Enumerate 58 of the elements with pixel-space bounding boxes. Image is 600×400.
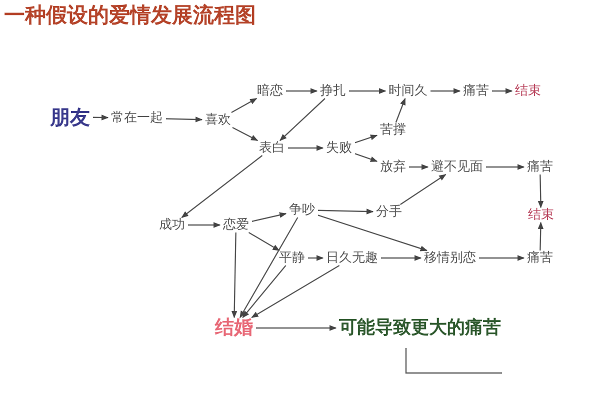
arrow [318,214,428,252]
arrow [93,114,109,120]
start-label: 朋友 [50,107,90,127]
title: 一种假设的爱情发展流程图 [4,2,256,28]
arrow [280,98,326,141]
arrow [381,255,422,261]
step-label: 结束 [515,84,541,98]
step-label: 分手 [376,206,402,218]
step-label: 挣扎 [320,84,346,98]
step-label: 痛苦 [527,160,553,174]
arrow [492,88,513,94]
step-label: 移情别恋 [424,252,476,264]
arrow [354,153,378,162]
arrow [256,325,337,331]
arrow [486,164,525,170]
step-label: 常在一起 [111,112,163,124]
arrow [166,116,203,122]
step-label: 成功 [159,218,185,232]
arrow [538,174,544,208]
arrow [181,155,263,218]
arrow [252,212,287,222]
arrow [400,174,446,205]
marriage-label: 结婚 [215,318,253,338]
step-label: 避不见面 [431,160,483,174]
arrow [395,98,406,123]
arrow [308,255,324,261]
step-label: 放弃 [380,160,406,174]
step-label: 争吵 [289,204,315,216]
arrow [288,145,324,151]
step-label: 平静 [279,252,305,264]
arrow [354,134,378,144]
step-label: 日久无趣 [326,252,378,264]
arrow [349,88,386,94]
step-label: 表白 [259,142,285,154]
arrow [242,265,286,318]
arrow [409,164,429,170]
arrow [231,232,238,318]
step-label: 暗恋 [257,84,283,98]
step-label: 痛苦 [463,84,489,98]
step-label: 失败 [326,142,352,154]
step-label: 时间久 [388,84,428,98]
arrow [286,88,318,94]
arrow [232,126,258,142]
arrow [538,222,544,251]
outcome-label: 可能导致更大的痛苦 [339,319,501,337]
step-label: 喜欢 [205,114,231,126]
step-label: 苦撑 [380,124,406,136]
arrow [248,232,280,252]
arrow [430,88,461,94]
arrow [188,222,221,228]
arrow [240,217,298,318]
step-label: 痛苦 [527,252,553,264]
step-label: 恋爱 [223,218,249,232]
arrow [231,98,258,114]
arrow [251,264,340,318]
step-label: 结束 [528,208,554,222]
arrow [479,255,525,261]
arrow [318,208,374,214]
